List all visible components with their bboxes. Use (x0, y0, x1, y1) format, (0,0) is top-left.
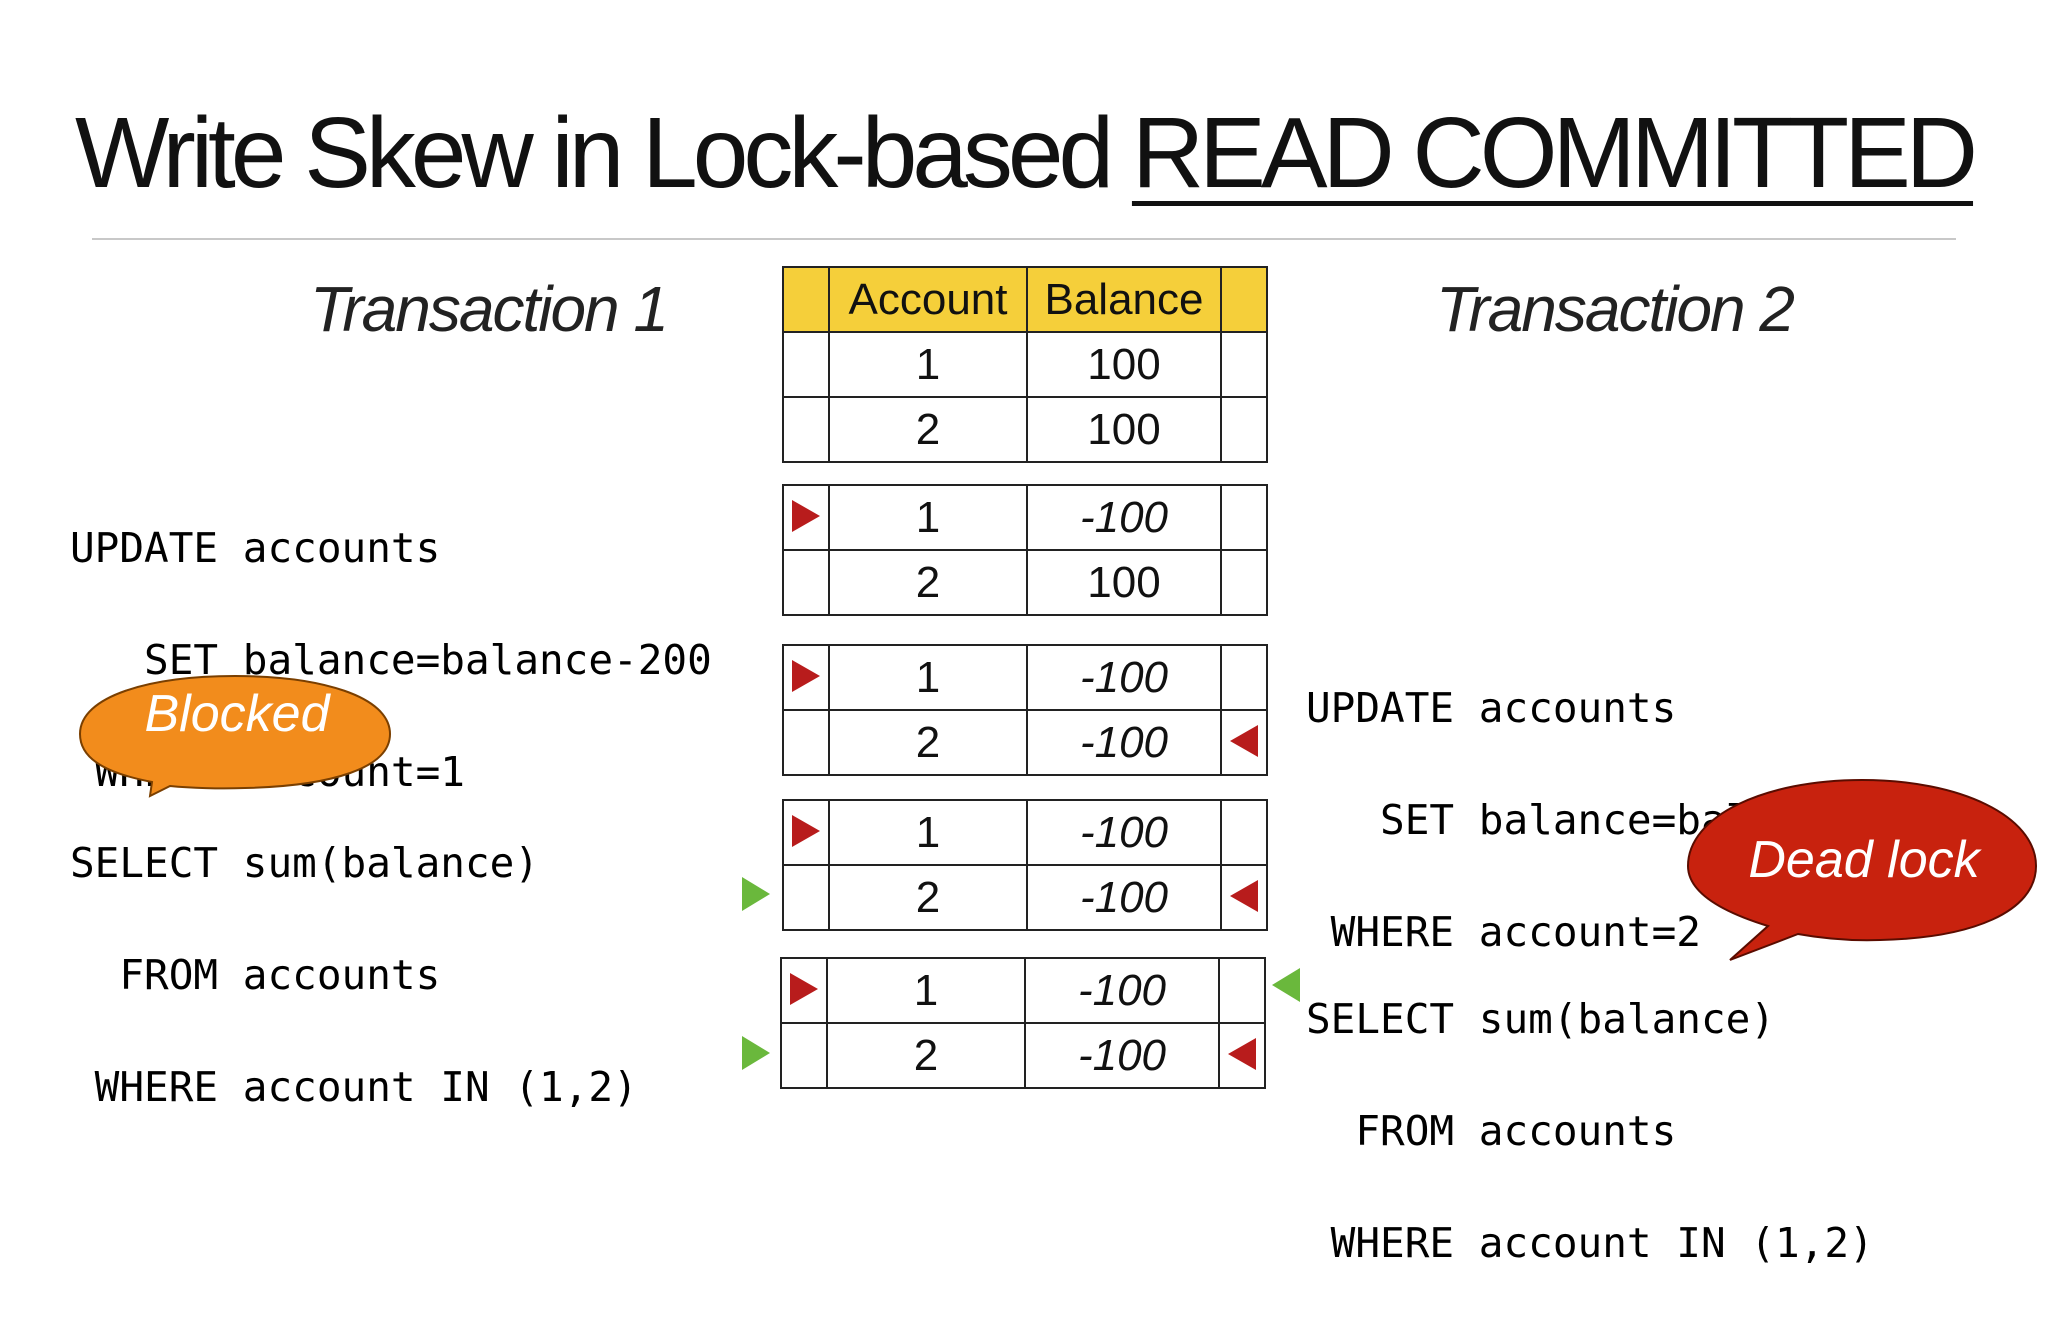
t2-lock-marker (1218, 1022, 1266, 1089)
t1-lock-icon (792, 814, 820, 847)
transaction-1-label: Transaction 1 (310, 273, 669, 345)
account-cell: 2 (828, 549, 1028, 616)
account-cell: 1 (828, 331, 1028, 398)
balance-cell: 100 (1026, 396, 1222, 463)
t2-wait-arrow-icon (1272, 968, 1300, 1002)
title-isolation-level: READ COMMITTED (1131, 97, 1978, 209)
t1-lock-icon (792, 499, 820, 532)
blocked-speech-bubble (78, 674, 392, 798)
code-line: UPDATE accounts (1306, 684, 1677, 732)
table-row: 1 -100 (782, 484, 1268, 551)
deadlock-label: Dead lock (1748, 831, 1980, 889)
header-right-cell (1220, 266, 1268, 333)
table-row: 1 -100 (782, 799, 1268, 866)
balance-cell: -100 (1024, 957, 1220, 1024)
account-cell: 1 (828, 484, 1028, 551)
deadlock-speech-bubble (1686, 778, 2038, 961)
balance-cell: -100 (1026, 484, 1222, 551)
table-row: 2 -100 (782, 864, 1268, 931)
blocked-label: Blocked (144, 685, 330, 743)
transaction-2-label: Transaction 2 (1436, 273, 1795, 345)
code-line: SET balance=balance-200 (70, 636, 712, 684)
code-line: UPDATE accounts (70, 524, 441, 572)
account-cell: 1 (828, 644, 1028, 711)
t2-lock-icon (1230, 879, 1258, 912)
accounts-table-after-t1-update: 1 -100 2 100 (782, 484, 1268, 616)
account-cell: 2 (826, 1022, 1026, 1089)
account-cell: 2 (828, 864, 1028, 931)
code-line: WHERE account IN (1,2) (1306, 1219, 1874, 1267)
t2-lock-icon (1230, 724, 1258, 757)
table-row: 1 -100 (780, 957, 1266, 1024)
account-cell: 2 (828, 709, 1028, 776)
table-header-row: Account Balance (782, 266, 1268, 333)
table-row: 2 -100 (782, 709, 1268, 776)
balance-cell: 100 (1026, 331, 1222, 398)
t2-lock-icon (1228, 1037, 1256, 1070)
balance-cell: -100 (1026, 799, 1222, 866)
accounts-table-t1-waiting: 1 -100 2 -100 (782, 799, 1268, 931)
balance-cell: -100 (1024, 1022, 1220, 1089)
balance-cell: 100 (1026, 549, 1222, 616)
code-line: FROM accounts (1306, 1107, 1677, 1155)
title-prefix: Write Skew in Lock-based (74, 97, 1132, 209)
t1-lock-marker (782, 644, 830, 711)
accounts-table-after-t2-update: 1 -100 2 -100 (782, 644, 1268, 776)
account-cell: 1 (828, 799, 1028, 866)
transaction-2-select-statement: SELECT sum(balance) FROM accounts WHERE … (1306, 935, 1874, 1327)
table-row: 1 100 (782, 331, 1268, 398)
code-line: WHERE account=2 (1306, 908, 1701, 956)
accounts-table-deadlock: 1 -100 2 -100 (780, 957, 1266, 1089)
code-line: SELECT sum(balance) (70, 839, 539, 887)
page-title: Write Skew in Lock-based READ COMMITTED (0, 98, 2048, 208)
table-row: 1 -100 (782, 644, 1268, 711)
account-cell: 1 (826, 957, 1026, 1024)
header-left-cell (782, 266, 830, 333)
table-row: 2 100 (782, 549, 1268, 616)
header-account: Account (828, 266, 1028, 333)
t1-wait-arrow-icon (742, 877, 770, 911)
account-cell: 2 (828, 396, 1028, 463)
accounts-table-initial: Account Balance 1 100 2 100 (782, 266, 1268, 463)
t2-lock-marker (1220, 864, 1268, 931)
t1-wait-arrow-icon (742, 1036, 770, 1070)
balance-cell: -100 (1026, 709, 1222, 776)
t1-lock-icon (790, 972, 818, 1005)
t1-lock-marker (780, 957, 828, 1024)
t1-lock-marker (782, 484, 830, 551)
t1-lock-marker (782, 799, 830, 866)
t1-lock-icon (792, 659, 820, 692)
table-row: 2 -100 (780, 1022, 1266, 1089)
code-line: WHERE account IN (1,2) (70, 1063, 638, 1111)
header-balance: Balance (1026, 266, 1222, 333)
transaction-1-select-statement: SELECT sum(balance) FROM accounts WHERE … (70, 779, 638, 1171)
balance-cell: -100 (1026, 864, 1222, 931)
code-line: FROM accounts (70, 951, 441, 999)
title-divider (92, 238, 1956, 240)
t2-lock-marker (1220, 709, 1268, 776)
table-row: 2 100 (782, 396, 1268, 463)
balance-cell: -100 (1026, 644, 1222, 711)
code-line: SELECT sum(balance) (1306, 995, 1775, 1043)
